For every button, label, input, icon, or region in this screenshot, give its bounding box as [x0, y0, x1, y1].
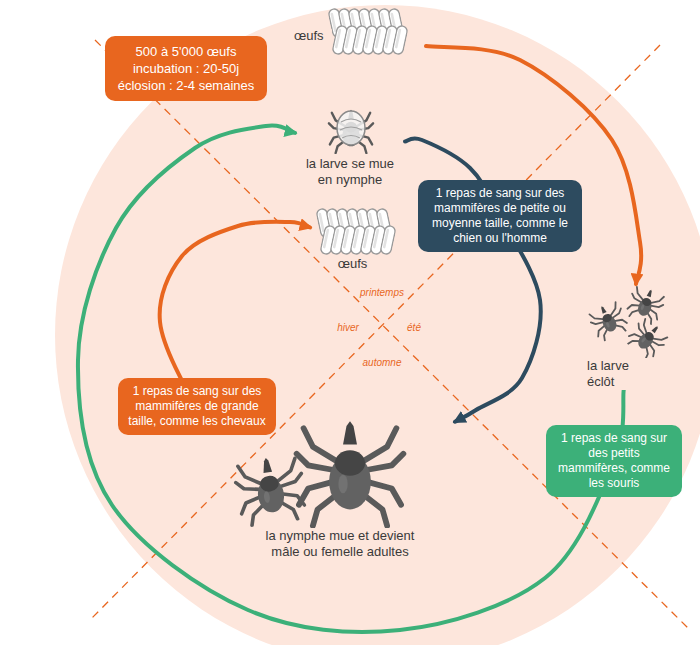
info-box: 500 à 5'000 œufs incubation : 20-50j écl…	[105, 36, 267, 101]
season-label: hiver	[335, 322, 361, 333]
molting-larva	[329, 110, 373, 153]
blood-meal-box: 1 repas de sang sur des mammifères de pe…	[418, 180, 582, 252]
larva-ticks	[587, 284, 671, 362]
season-disc	[55, 5, 700, 645]
stage-nymph: la larve se mue en nymphe	[295, 104, 405, 188]
info-text: 500 à 5'000 œufs incubation : 20-50j écl…	[111, 43, 261, 94]
stage-label: la nymphe mue et devient mâle ou femelle…	[262, 528, 418, 560]
stage-label: œufs	[334, 256, 372, 272]
stage-eggs: œufs	[310, 206, 395, 272]
season-label: automne	[361, 357, 404, 368]
adult-ticks	[233, 421, 403, 527]
stage-larva: la larve éclôt	[585, 284, 677, 390]
stage-label: la larve éclôt	[585, 358, 651, 390]
blood-meal-box: 1 repas de sang sur des mammifères de gr…	[118, 378, 276, 435]
season-divider	[90, 40, 690, 630]
stage-label: œufs	[292, 28, 332, 44]
egg-cluster	[316, 208, 396, 255]
stage-eggs: œufs	[292, 8, 426, 64]
blood-meal-box: 1 repas de sang sur des petits mammifère…	[546, 425, 682, 497]
egg-cluster	[328, 8, 408, 55]
season-label: été	[405, 322, 423, 333]
season-label: printemps	[358, 287, 406, 298]
stage-label: la larve se mue en nymphe	[296, 156, 404, 188]
cycle-arrow	[78, 126, 624, 633]
